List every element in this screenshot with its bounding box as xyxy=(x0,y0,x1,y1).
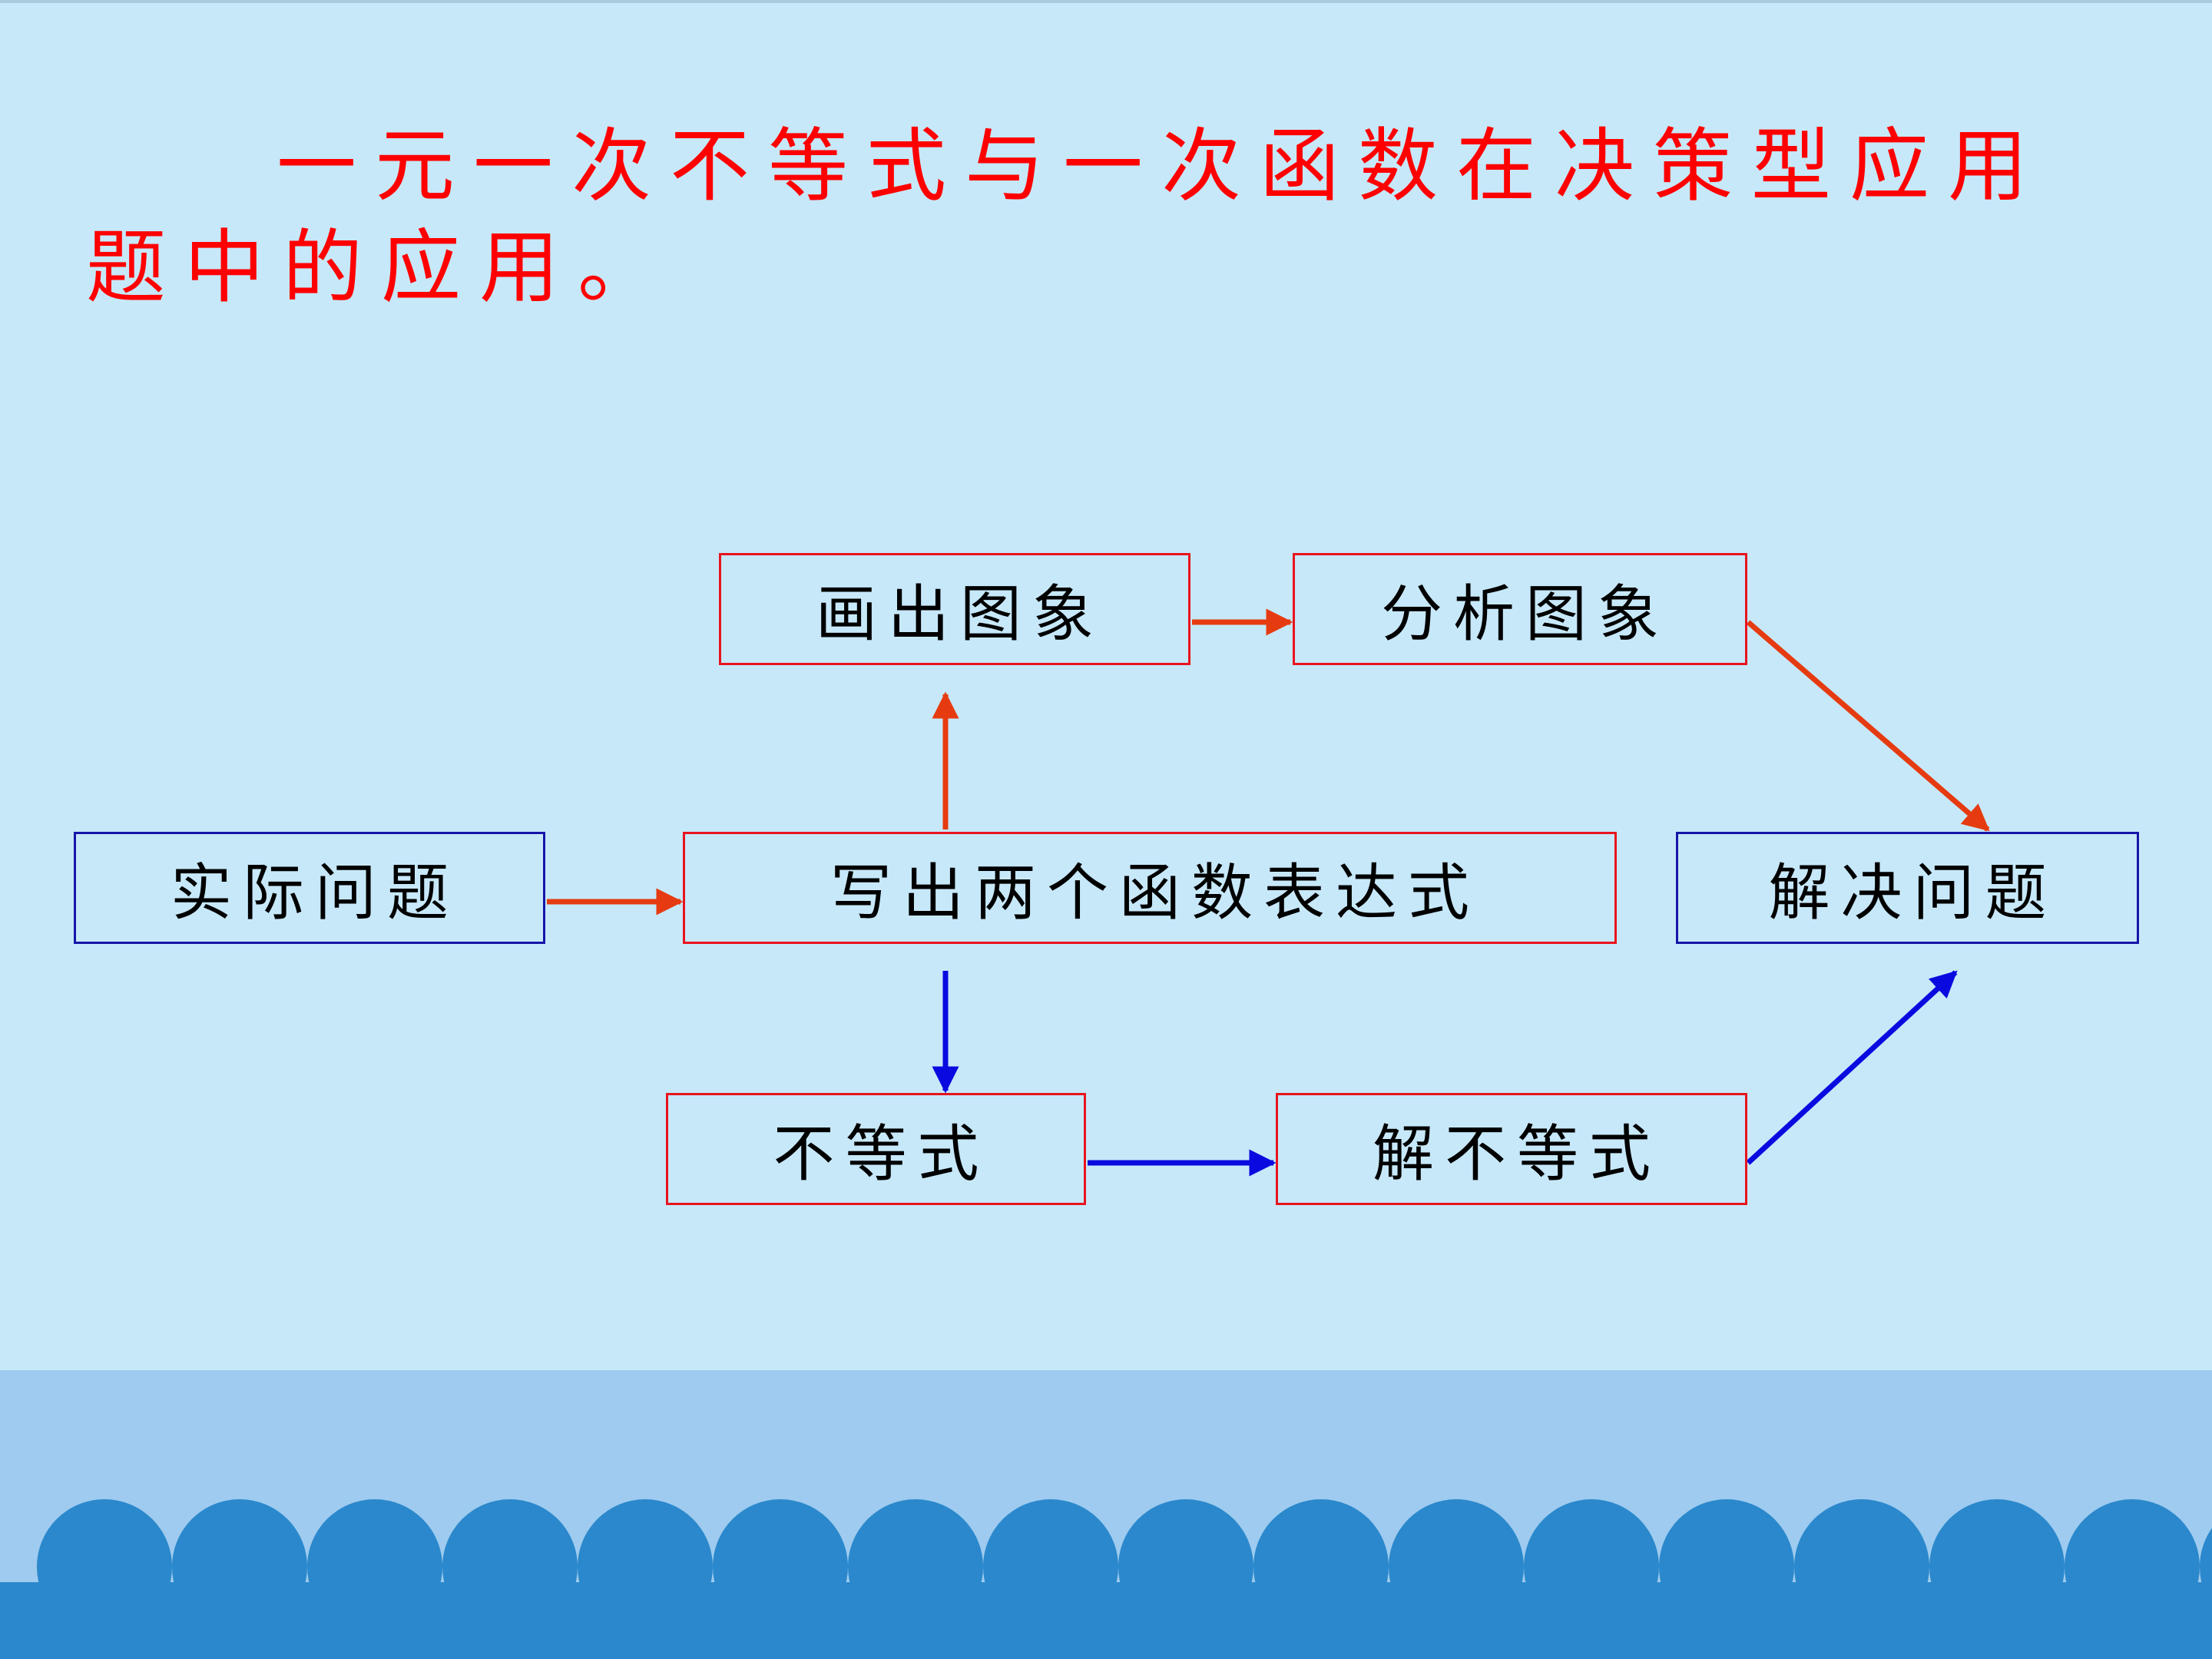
node-draw-graph: 画出图象 xyxy=(719,553,1190,665)
slide-top-border xyxy=(0,0,2212,3)
node-real-problem-label: 实际问题 xyxy=(171,857,459,929)
arrow-solve-inequality-to-solve-problem xyxy=(1746,970,1958,1165)
node-solve-problem-label: 解决问题 xyxy=(1768,857,2058,929)
decorative-wave-footer xyxy=(0,1370,2212,1659)
node-write-functions: 写出两个函数表达式 xyxy=(683,832,1617,944)
node-write-functions-label: 写出两个函数表达式 xyxy=(830,857,1480,929)
node-real-problem: 实际问题 xyxy=(74,832,545,944)
node-solve-inequality: 解不等式 xyxy=(1276,1093,1747,1205)
node-inequality-label: 不等式 xyxy=(773,1118,990,1190)
slide-title: 一元一次不等式与一次函数在决策型应用题中的应用。 xyxy=(86,119,2047,314)
node-analyze-graph-label: 分析图象 xyxy=(1381,578,1670,650)
node-solve-problem: 解决问题 xyxy=(1676,832,2139,944)
node-analyze-graph: 分析图象 xyxy=(1293,553,1747,665)
node-solve-inequality-label: 解不等式 xyxy=(1373,1118,1661,1190)
node-draw-graph-label: 画出图象 xyxy=(816,578,1104,650)
arrow-analyze-graph-to-solve-problem xyxy=(1746,620,1990,832)
node-inequality: 不等式 xyxy=(666,1093,1086,1205)
